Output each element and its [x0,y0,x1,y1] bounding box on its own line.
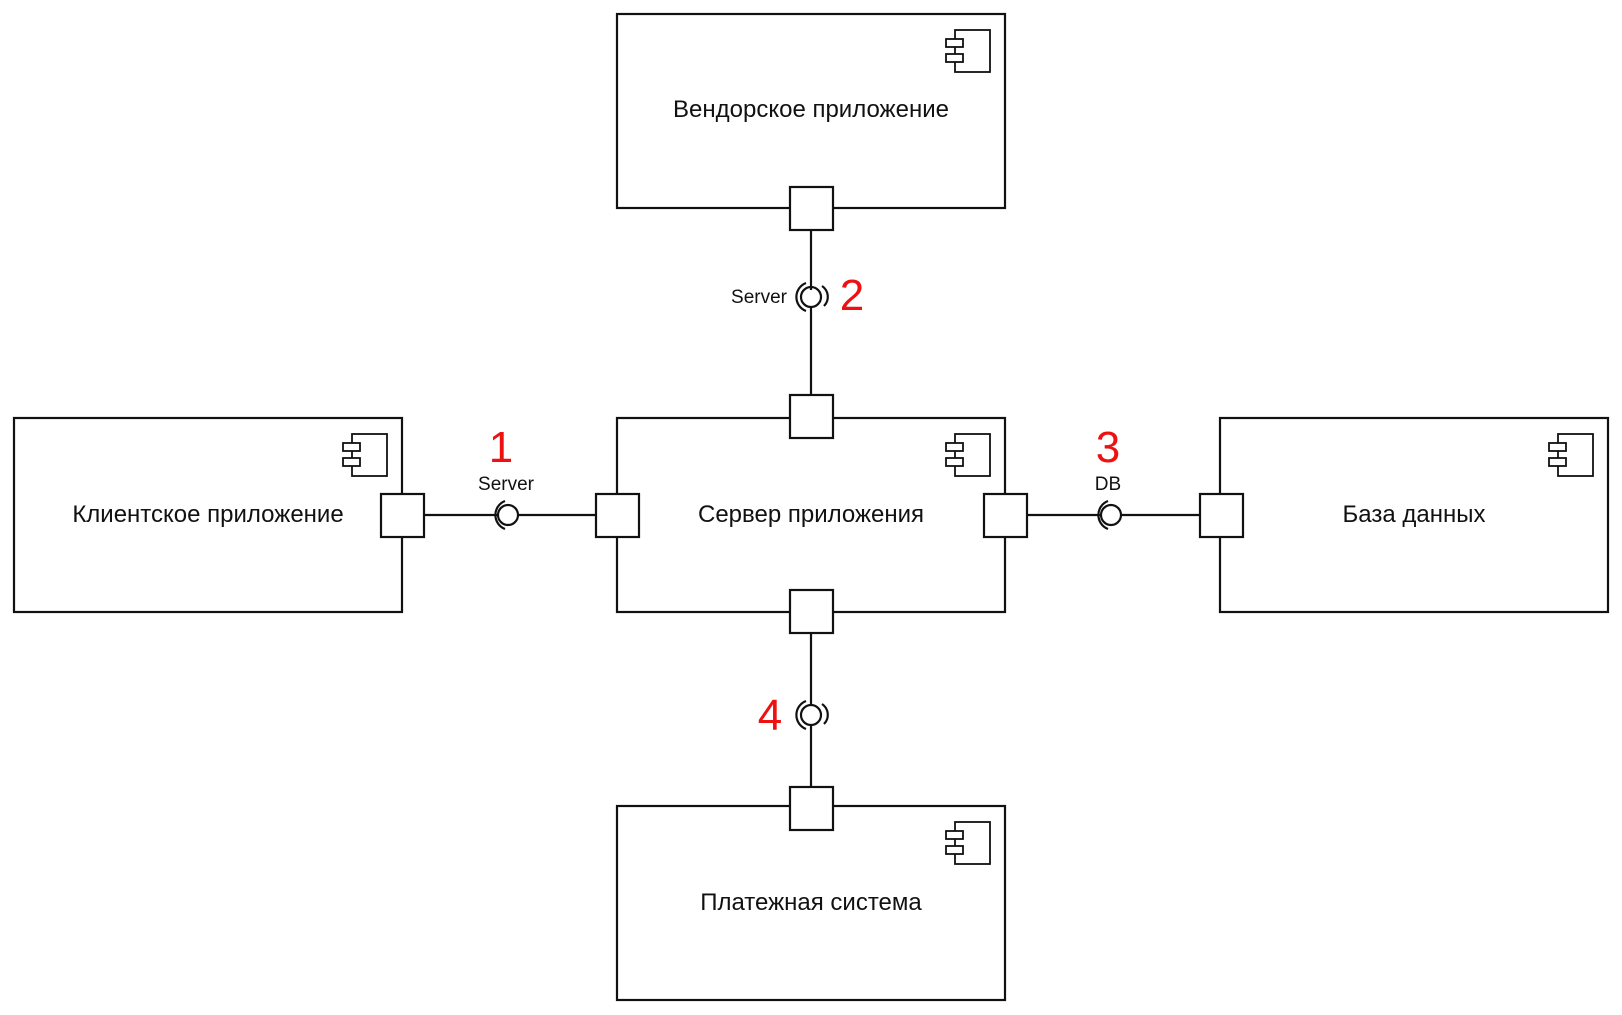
interface-number-2: 2 [840,271,864,320]
interface-label-3: DB [1095,474,1121,495]
interface-number-4: 4 [758,691,782,740]
provided-interface-ball [1099,503,1123,527]
required-interface-socket-right [821,703,829,725]
port-server-left[interactable] [594,492,641,539]
required-interface-socket [795,281,807,313]
component-icon [1548,433,1594,477]
component-label-client: Клиентское приложение [72,501,343,528]
port-vendor-bottom[interactable] [788,185,835,232]
component-label-vendor: Вендорское приложение [673,96,949,123]
interface-3[interactable]: DB 3 [1095,423,1123,531]
component-icon [945,433,991,477]
component-vendor[interactable]: Вендорское приложение [615,12,1007,210]
port-client-right[interactable] [379,492,426,539]
provided-interface-ball [496,503,520,527]
interface-label-1: Server [478,474,535,495]
interface-4[interactable]: 4 [758,691,829,740]
port-database-left[interactable] [1198,492,1245,539]
component-label-database: База данных [1343,501,1486,528]
port-server-top[interactable] [788,393,835,440]
required-interface-socket [1097,499,1109,531]
provided-interface-ball [799,285,823,309]
component-icon [945,29,991,73]
port-server-right[interactable] [982,492,1029,539]
interface-number-1: 1 [489,423,513,472]
required-interface-socket [795,699,807,731]
component-icon [945,821,991,865]
interface-label-2: Server [731,287,788,308]
interface-1[interactable]: Server 1 [478,423,535,531]
provided-interface-ball [799,703,823,727]
component-label-payment: Платежная система [700,889,922,916]
component-label-server: Сервер приложения [698,501,924,528]
component-server[interactable]: Сервер приложения [615,416,1007,614]
component-payment[interactable]: Платежная система [615,804,1007,1002]
component-client[interactable]: Клиентское приложение [12,416,404,614]
component-icon [342,433,388,477]
port-payment-top[interactable] [788,785,835,832]
interface-2[interactable]: Server 2 [731,271,864,320]
required-interface-socket [494,499,506,531]
interface-number-3: 3 [1096,423,1120,472]
component-database[interactable]: База данных [1218,416,1610,614]
port-server-bottom[interactable] [788,588,835,635]
required-interface-socket-right [821,285,829,307]
